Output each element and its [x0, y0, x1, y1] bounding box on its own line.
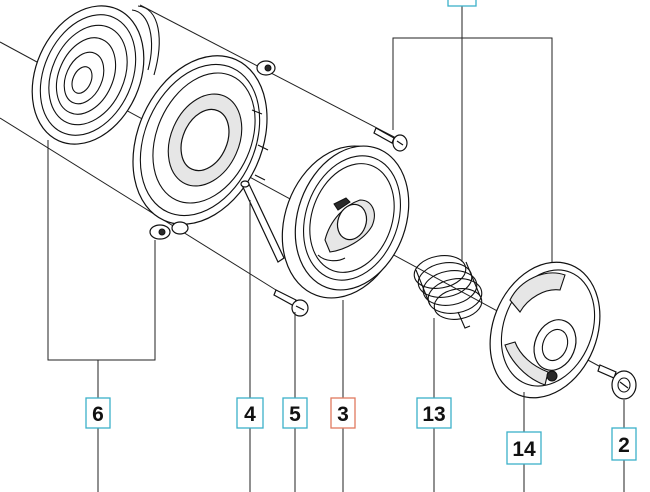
callout-13[interactable]: 13	[416, 397, 452, 429]
callout-2[interactable]: 2	[611, 427, 637, 461]
callout-14-label: 14	[512, 438, 536, 461]
callout-5-label: 5	[289, 403, 301, 426]
screw-lower	[273, 289, 309, 317]
rope-pulley	[281, 145, 410, 299]
callout-3-label: 3	[337, 403, 349, 426]
leader-5-bracket-top	[392, 37, 553, 262]
callout-13-label: 13	[422, 403, 445, 426]
starter-cover-plate	[132, 55, 276, 240]
leader-6-bracket	[47, 140, 156, 361]
callout-6-box	[85, 397, 111, 429]
callout-4-box	[236, 397, 264, 429]
pawl-carrier	[489, 261, 601, 399]
callout-2-box	[611, 427, 637, 461]
callout-14[interactable]: 14	[506, 431, 542, 465]
pivot-pin	[240, 180, 285, 263]
callout-14-box	[506, 431, 542, 465]
callout-4[interactable]: 4	[236, 397, 264, 429]
callout-top-partial	[447, 0, 477, 7]
recoil-spring-housing	[31, 5, 160, 145]
callout-4-label: 4	[244, 403, 256, 426]
callout-6-label: 6	[92, 403, 104, 426]
coil-spring	[413, 255, 483, 329]
center-screw	[597, 364, 637, 400]
callout-3[interactable]: 3	[330, 397, 356, 429]
screw-upper	[373, 127, 408, 152]
callout-5[interactable]: 5	[282, 397, 308, 429]
callout-13-box	[416, 397, 452, 429]
callout-2-label: 2	[618, 434, 630, 457]
callout-6[interactable]: 6	[85, 397, 111, 429]
callout-3-box	[330, 397, 356, 429]
callout-5-box	[282, 397, 308, 429]
